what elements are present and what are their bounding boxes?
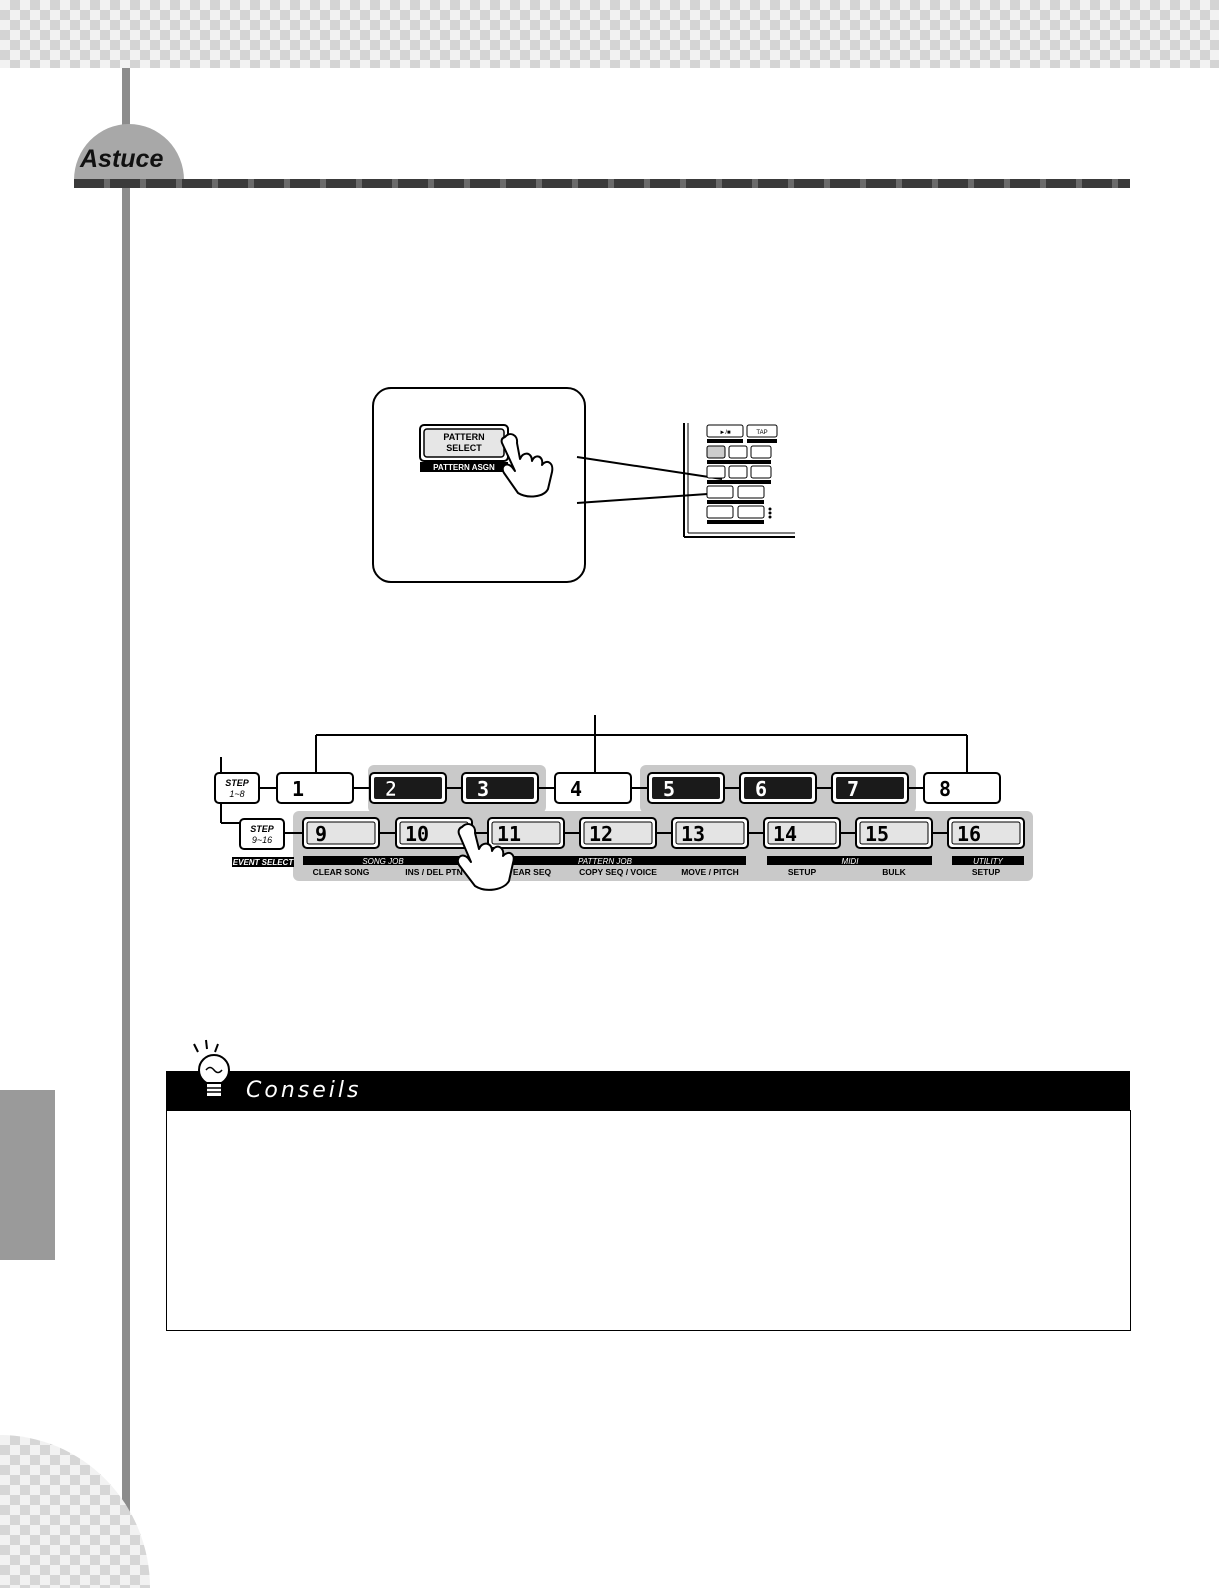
pointing-hand-icon	[500, 433, 554, 498]
setup-label: SETUP	[788, 867, 817, 877]
step-key-4[interactable]: 4	[554, 772, 632, 804]
step-key-1-label: 1	[292, 777, 304, 801]
step-key-3[interactable]: 3	[461, 772, 539, 804]
mini-tap: TAP	[756, 430, 767, 436]
step-key-3-label: 3	[477, 777, 489, 801]
clear-song-label: CLEAR SONG	[313, 867, 370, 877]
step-key-4-label: 4	[570, 777, 582, 801]
step-key-7[interactable]: 7	[831, 772, 909, 804]
step-key-12-label: 12	[589, 822, 613, 846]
step-key-15-label: 15	[865, 822, 889, 846]
step-keys-illustration: STEP 1~8 STEP 9~16 EVENT SELECT 1 2 3 4 …	[214, 715, 1033, 891]
step-key-1[interactable]: 1	[276, 772, 354, 804]
conseils-title: Conseils	[246, 1078, 362, 1103]
step-9-16-line2: 9~16	[252, 835, 272, 845]
step-key-15[interactable]: 15	[855, 817, 933, 849]
step-key-12[interactable]: 12	[579, 817, 657, 849]
step-key-5-label: 5	[663, 777, 675, 801]
pattern-select-line1: PATTERN	[443, 432, 484, 442]
pattern-select-illustration: PATTERN SELECT PATTERN ASGN ►/■ TAP	[372, 387, 795, 583]
step-key-14[interactable]: 14	[763, 817, 841, 849]
song-job-label: SONG JOB	[362, 857, 404, 866]
step-key-10-label: 10	[405, 822, 429, 846]
step-key-10[interactable]: 10	[395, 817, 473, 849]
chapter-side-tab	[0, 1090, 55, 1260]
pointing-hand-icon	[456, 823, 515, 891]
step-key-7-label: 7	[847, 777, 859, 801]
pattern-select-line2: SELECT	[446, 443, 482, 453]
step-1-8-line2: 1~8	[229, 789, 244, 799]
left-margin-bar	[122, 68, 130, 1588]
step-key-2-label: 2	[385, 777, 397, 801]
utility-label: UTILITY	[973, 857, 1003, 866]
step-key-11[interactable]: 11	[487, 817, 565, 849]
step-key-5[interactable]: 5	[647, 772, 725, 804]
move-pitch-label: MOVE / PITCH	[681, 867, 739, 877]
step-key-14-label: 14	[773, 822, 797, 846]
event-select-label: EVENT SELECT	[233, 858, 295, 867]
mini-front-panel: ►/■ TAP	[683, 423, 795, 538]
step-key-13[interactable]: 13	[671, 817, 749, 849]
mini-play-stop: ►/■	[719, 430, 731, 436]
conseils-header-bar	[166, 1071, 1130, 1111]
step-1-8-line1: STEP	[225, 778, 250, 788]
step-key-6-label: 6	[755, 777, 767, 801]
step-key-2[interactable]: 2	[369, 772, 447, 804]
step-key-16[interactable]: 16	[947, 817, 1025, 849]
ins-del-ptn-label: INS / DEL PTN	[405, 867, 462, 877]
conseils-box	[166, 1110, 1131, 1331]
midi-label: MIDI	[842, 857, 860, 866]
step-key-6[interactable]: 6	[739, 772, 817, 804]
step-key-9-label: 9	[315, 822, 327, 846]
pattern-asgn-label: PATTERN ASGN	[433, 463, 495, 472]
astuce-rule	[74, 179, 1130, 188]
utility-setup-label: SETUP	[972, 867, 1001, 877]
step-9-16-button[interactable]: STEP 9~16	[239, 818, 285, 850]
bulk-label: BULK	[882, 867, 906, 877]
step-key-13-label: 13	[681, 822, 705, 846]
step-key-8-label: 8	[939, 777, 951, 801]
step-1-8-button[interactable]: STEP 1~8	[214, 772, 260, 804]
pattern-job-label: PATTERN JOB	[578, 857, 633, 866]
top-checker-band	[0, 0, 1219, 68]
step-key-8[interactable]: 8	[923, 772, 1001, 804]
astuce-heading: Astuce	[80, 145, 164, 173]
clear-seq-label: EAR SEQ	[513, 867, 552, 877]
step-9-16-line1: STEP	[250, 824, 275, 834]
copy-seq-voice-label: COPY SEQ / VOICE	[579, 867, 657, 877]
step-key-16-label: 16	[957, 822, 981, 846]
step-key-11-label: 11	[497, 822, 521, 846]
lightbulb-icon	[193, 1039, 230, 1098]
step-key-9[interactable]: 9	[302, 817, 380, 849]
